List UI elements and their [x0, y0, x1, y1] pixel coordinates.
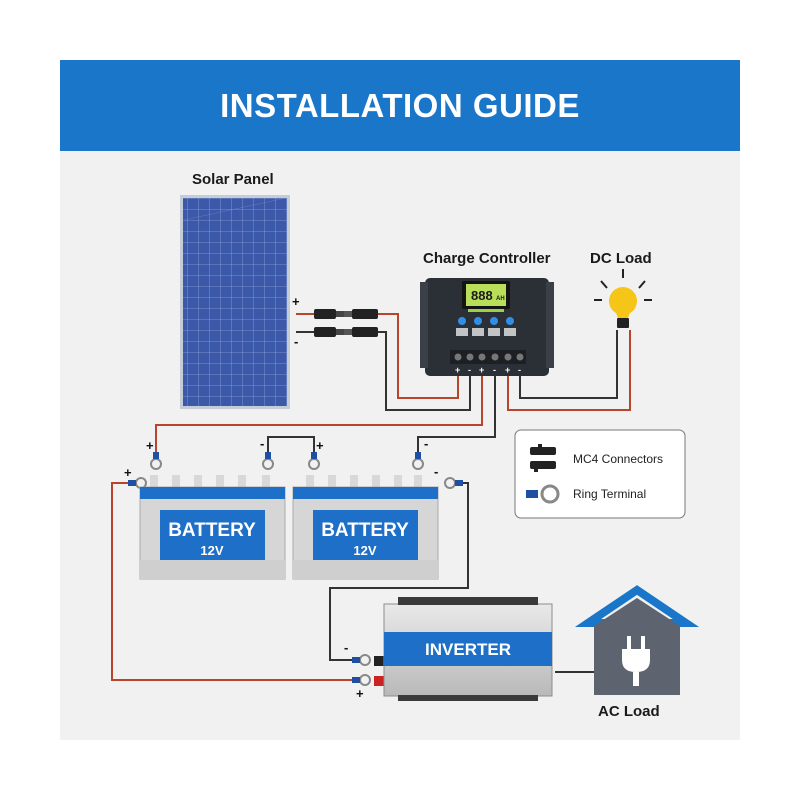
battery2-outer-minus-sign: -	[434, 464, 438, 479]
ring-terminal-icon	[526, 484, 560, 504]
wire-inverter-positive	[111, 482, 355, 681]
wire-battery-negative	[417, 370, 496, 452]
page-title: INSTALLATION GUIDE	[220, 86, 580, 124]
controller-lcd	[466, 284, 506, 306]
legend-ring-label: Ring Terminal	[573, 487, 646, 501]
battery-1-voltage: 12V	[200, 543, 223, 558]
controller-terminal-bat-plus: +	[479, 365, 484, 375]
wire-dc-load-negative	[519, 330, 618, 399]
wire-mc4-negative-to-controller	[378, 331, 471, 411]
battery-2-voltage: 12V	[353, 543, 376, 558]
page-header: INSTALLATION GUIDE	[60, 60, 740, 151]
inverter-plus-sign: +	[356, 686, 364, 701]
panel-plus-sign: +	[292, 294, 300, 309]
controller-terminal-bat-minus: -	[493, 365, 496, 375]
charge-controller-label: Charge Controller	[423, 250, 551, 267]
battery1-plus-sign: +	[146, 438, 154, 453]
battery1-minus-sign: -	[260, 436, 264, 451]
controller-terminal-load-minus: -	[518, 365, 521, 375]
lcd-readout: 888	[471, 288, 493, 303]
mc4-connectors-icon	[530, 444, 556, 472]
battery2-plus-sign: +	[316, 438, 324, 453]
legend-box: MC4 Connectors Ring Terminal	[514, 429, 686, 519]
lcd-unit: AH	[496, 296, 505, 302]
controller-terminal-load-plus: +	[505, 365, 510, 375]
inverter-minus-sign: -	[344, 640, 348, 655]
bulb-icon	[594, 269, 652, 328]
battery2-minus-sign: -	[424, 436, 428, 451]
ring-terminals	[128, 452, 463, 686]
wire-dc-load-positive	[507, 330, 631, 411]
plug-icon	[622, 636, 650, 686]
mc4-connector-set	[314, 309, 378, 337]
wire-battery-positive	[155, 370, 483, 452]
controller-terminal-pv-minus: -	[468, 365, 471, 375]
wire-battery-series-link	[267, 436, 315, 452]
legend-mc4-label: MC4 Connectors	[573, 452, 663, 466]
inverter-label: INVERTER	[425, 640, 511, 659]
panel-minus-sign: -	[294, 334, 298, 349]
battery-1-name: BATTERY	[168, 520, 256, 541]
battery-2: BATTERY 12V	[292, 475, 439, 580]
battery-1: BATTERY 12V	[139, 475, 286, 580]
wire-inverter-negative	[329, 482, 469, 661]
wires	[111, 313, 631, 681]
wire-mc4-positive-to-controller	[378, 313, 459, 399]
solar-panel-label: Solar Panel	[192, 171, 274, 188]
inverter: INVERTER	[374, 597, 553, 701]
dc-load-label: DC Load	[590, 250, 652, 267]
battery1-outer-plus-sign: +	[124, 465, 132, 480]
charge-controller: 888 AH + - + - + -	[420, 278, 554, 376]
controller-terminal-pv-plus: +	[455, 365, 460, 375]
ac-load-label: AC Load	[598, 703, 660, 720]
house-icon	[574, 585, 700, 695]
battery-2-name: BATTERY	[321, 520, 409, 541]
solar-panel	[180, 195, 290, 409]
